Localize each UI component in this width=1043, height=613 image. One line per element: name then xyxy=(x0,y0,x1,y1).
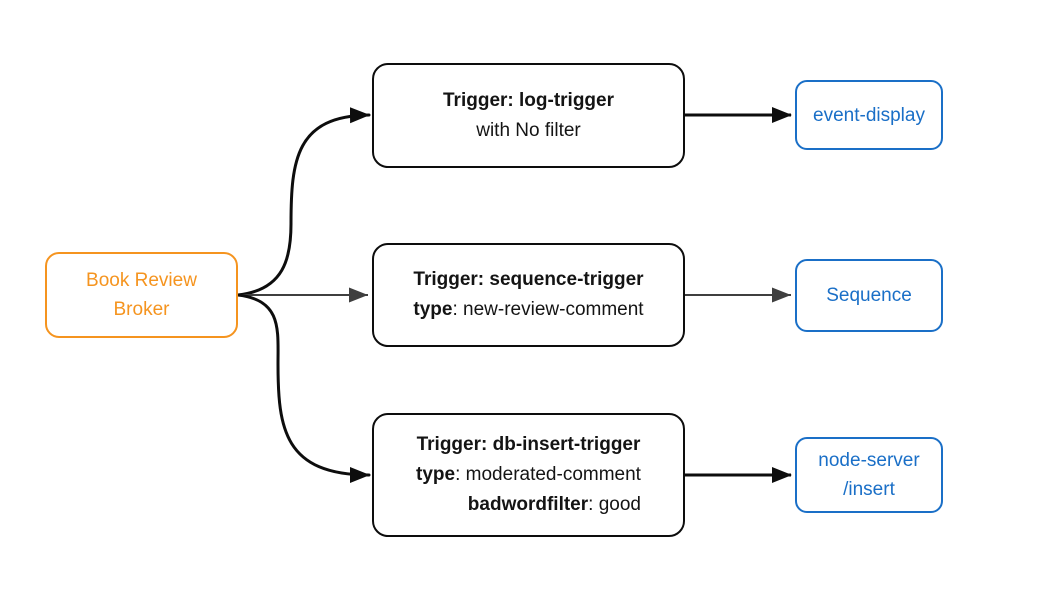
broker-label-line1: Book Review xyxy=(86,270,197,291)
trigger-sequence-attr: type: new-review-comment xyxy=(413,299,644,320)
trigger-sequence-label: Trigger: sequence-trigger type: new-revi… xyxy=(413,265,643,325)
edge-broker-to-log-trigger xyxy=(236,107,371,297)
trigger-log-title: Trigger: log-trigger xyxy=(443,89,614,111)
output-node-event-display: event-display xyxy=(795,80,943,150)
output-node-node-server: node-server /insert xyxy=(795,437,943,513)
trigger-node-db-insert: Trigger: db-insert-trigger type: moderat… xyxy=(372,413,685,537)
output-sequence-label: Sequence xyxy=(826,285,912,306)
trigger-db-insert-attr1: type: moderated-comment xyxy=(416,464,641,485)
trigger-sequence-title: Trigger: sequence-trigger xyxy=(413,269,644,290)
trigger-log-label: Trigger: log-trigger with No filter xyxy=(443,86,614,146)
trigger-db-insert-label: Trigger: db-insert-trigger type: moderat… xyxy=(416,430,641,520)
trigger-node-log: Trigger: log-trigger with No filter xyxy=(372,63,685,168)
trigger-db-insert-title: Trigger: db-insert-trigger xyxy=(416,434,641,455)
broker-node: Book Review Broker xyxy=(45,252,238,338)
output-event-display-label: event-display xyxy=(813,104,925,126)
broker-label: Book Review Broker xyxy=(86,266,197,324)
edge-broker-to-db-insert-trigger xyxy=(236,293,371,483)
trigger-db-insert-attr2: badwordfilter: good xyxy=(467,494,641,515)
trigger-node-sequence: Trigger: sequence-trigger type: new-revi… xyxy=(372,243,685,347)
output-node-server-line1: node-server xyxy=(818,450,920,471)
output-node-sequence: Sequence xyxy=(795,259,943,332)
output-node-server-line2: /insert xyxy=(843,479,895,500)
trigger-log-subtitle: with No filter xyxy=(476,119,581,141)
output-node-server-label: node-server /insert xyxy=(818,446,919,504)
broker-label-line2: Broker xyxy=(113,299,170,320)
